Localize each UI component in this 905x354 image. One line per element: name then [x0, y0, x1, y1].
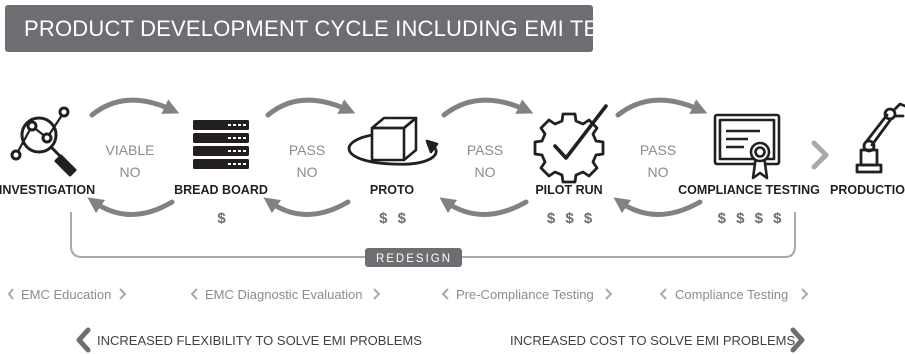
phase-emc-diagnostic-evaluation: EMC Diagnostic Evaluation [205, 287, 363, 302]
phase-compliance-testing: Compliance Testing [675, 287, 788, 302]
transition-2-line2: NO [297, 164, 318, 180]
forward-arrow-4 [615, 97, 708, 118]
chevron-right-icon [801, 288, 809, 300]
robot-arm-icon [855, 102, 905, 174]
chevron-left-icon [7, 288, 14, 300]
stage-labels: INVESTIGATION BREAD BOARD PROTO PILOT RU… [0, 183, 905, 197]
stage-label-investigation: INVESTIGATION [0, 183, 95, 197]
transition-3-line1: PASS [467, 142, 503, 158]
forward-arrow-2 [265, 97, 356, 118]
back-arrow-4 [613, 197, 703, 217]
cycle-arrows [87, 97, 708, 217]
cost-pilot-run: $ $ $ [547, 210, 595, 227]
back-arrow-3 [439, 197, 529, 217]
stage-label-compliance-testing: COMPLIANCE TESTING [678, 183, 820, 197]
chevron-right-icon [811, 140, 829, 170]
redesign-label: REDESIGN [376, 253, 452, 265]
transition-1-line1: VIABLE [105, 142, 154, 158]
chevron-right-icon [373, 288, 381, 300]
arrow-right-icon [790, 327, 805, 353]
forward-arrow-3 [441, 97, 534, 118]
back-arrow-2 [263, 197, 351, 217]
server-rack-icon [193, 120, 249, 169]
transition-labels: VIABLE NO PASS NO PASS NO PASS NO [105, 142, 676, 180]
chevron-left-icon [190, 288, 198, 300]
page-title: PRODUCT DEVELOPMENT CYCLE INCLUDING EMI … [24, 16, 667, 41]
magnifier-network-icon [10, 106, 77, 177]
cube-orbit-icon [347, 116, 439, 166]
phase-row: EMC Education EMC Diagnostic Evaluation … [7, 287, 809, 302]
redesign-badge [365, 248, 462, 267]
phase-emc-education: EMC Education [21, 287, 111, 302]
stage-label-bread-board: BREAD BOARD [174, 183, 268, 197]
chevron-left-icon [441, 288, 449, 300]
cost-indicators: $ $ $ $ $ $ $ $ $ $ [217, 210, 785, 227]
arrow-left-icon [76, 327, 91, 353]
transition-2-line1: PASS [289, 142, 325, 158]
back-arrow-1 [87, 197, 175, 217]
transition-4-line1: PASS [640, 142, 676, 158]
cost-proto: $ $ [379, 210, 409, 227]
transition-4-line2: NO [648, 164, 669, 180]
title-bar: PRODUCT DEVELOPMENT CYCLE INCLUDING EMI … [5, 5, 666, 52]
chevron-right-icon [605, 288, 613, 300]
cost-bread-board: $ [217, 210, 228, 227]
transition-1-line2: NO [120, 164, 141, 180]
chevron-right-icon [119, 288, 127, 300]
stage-label-proto: PROTO [370, 183, 414, 197]
stage-label-production: PRODUCTION [830, 183, 905, 197]
cost-compliance-testing: $ $ $ $ [718, 210, 785, 227]
increased-cost-label: INCREASED COST TO SOLVE EMI PROBLEMS [510, 333, 795, 348]
gear-check-icon [533, 104, 608, 184]
certificate-icon [713, 113, 781, 180]
increased-flexibility-label: INCREASED FLEXIBILITY TO SOLVE EMI PROBL… [97, 333, 422, 348]
bottom-row: INCREASED FLEXIBILITY TO SOLVE EMI PROBL… [76, 327, 805, 353]
transition-3-line2: NO [475, 164, 496, 180]
chevron-left-icon [659, 288, 667, 300]
forward-arrow-1 [89, 97, 180, 118]
stage-label-pilot-run: PILOT RUN [535, 183, 602, 197]
phase-pre-compliance-testing: Pre-Compliance Testing [456, 287, 594, 302]
